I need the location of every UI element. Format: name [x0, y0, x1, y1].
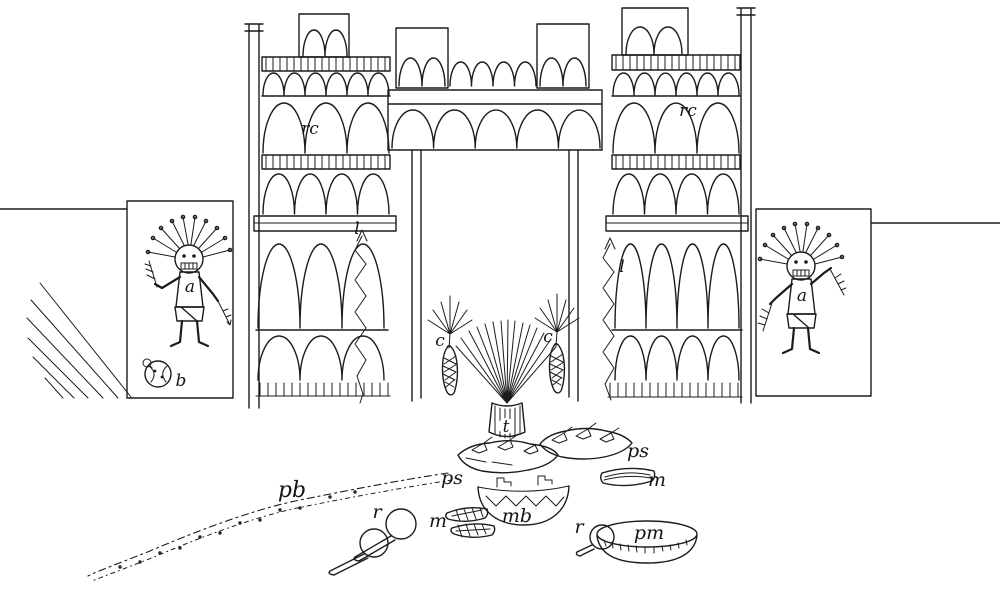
sand-hatching — [26, 282, 132, 399]
doorway-jambs — [411, 149, 579, 402]
label-pb: pb — [278, 478, 306, 503]
figure-head — [786, 251, 816, 281]
label-t: t — [503, 417, 510, 437]
meal-basket — [596, 520, 698, 564]
right-post — [736, 7, 756, 404]
label-ps-left: ps — [441, 467, 463, 489]
label-rc-right: rc — [679, 101, 697, 121]
right-slab — [755, 208, 872, 397]
sprig-left-hand — [144, 260, 158, 288]
lightning-right — [602, 237, 616, 401]
label-m-lower: m — [429, 510, 447, 532]
labels: rc rc l l a a b c c t ps ps m m mb r r p… — [176, 101, 808, 544]
eye-icon — [192, 254, 196, 258]
right-cloud-tower — [605, 7, 749, 398]
figure-kilt — [786, 313, 817, 329]
label-b: b — [176, 371, 187, 391]
label-a-right: a — [797, 286, 807, 306]
figure-head — [174, 244, 204, 274]
feather-tips — [757, 221, 845, 262]
fringe — [255, 382, 391, 397]
meal-trail — [87, 472, 453, 582]
staff-right-hand — [217, 300, 232, 326]
label-l-left: l — [354, 219, 359, 239]
label-rc-left: rc — [301, 119, 319, 139]
label-mb: mb — [502, 505, 532, 527]
label-c-right: c — [543, 327, 553, 347]
corn-stalk-right — [534, 293, 580, 394]
gourd-rattles-left — [328, 508, 417, 576]
medicine-bowl — [477, 475, 570, 526]
gateway — [387, 23, 603, 402]
corn-stalk-left — [427, 295, 473, 396]
figure-arms — [153, 275, 220, 303]
label-r-left: r — [372, 501, 383, 523]
eye-icon — [794, 260, 798, 264]
sprig-left-hand — [757, 302, 773, 332]
left-slab — [126, 200, 234, 399]
headdress-rays — [147, 216, 231, 258]
paho-tray-right — [539, 422, 633, 460]
corn-ear-bundle-lower — [445, 506, 496, 538]
eye-icon — [804, 260, 808, 264]
headdress-rays — [759, 223, 843, 265]
figure-kilt — [174, 306, 205, 322]
label-m-upper: m — [648, 469, 666, 491]
label-l-right: l — [619, 257, 624, 277]
terrace-tabs — [496, 475, 553, 488]
feather-tips — [145, 214, 233, 255]
figure-legs — [781, 326, 821, 355]
figure-arms — [768, 266, 833, 306]
lightning-left — [354, 229, 368, 404]
right-kachina-figure — [757, 221, 847, 355]
label-a-left: a — [185, 277, 195, 297]
left-cloud-tower — [253, 13, 397, 397]
left-kachina-figure — [144, 214, 233, 348]
eye-icon — [182, 254, 186, 258]
label-r-right: r — [574, 516, 585, 538]
corn-ear-bundle-upper — [600, 467, 656, 487]
meal-dots — [118, 490, 357, 569]
gourd-rattle-right — [575, 524, 615, 557]
netted-gourd — [142, 358, 172, 388]
grass-spray — [455, 319, 557, 404]
label-pm: pm — [634, 522, 664, 544]
paho-tray-left — [457, 433, 559, 474]
fringe — [607, 382, 743, 398]
sprig-right-hand — [829, 268, 847, 296]
figure-legs — [169, 319, 210, 348]
spray-stand — [488, 402, 526, 439]
label-c-left: c — [435, 331, 445, 351]
label-ps-right: ps — [627, 440, 649, 462]
